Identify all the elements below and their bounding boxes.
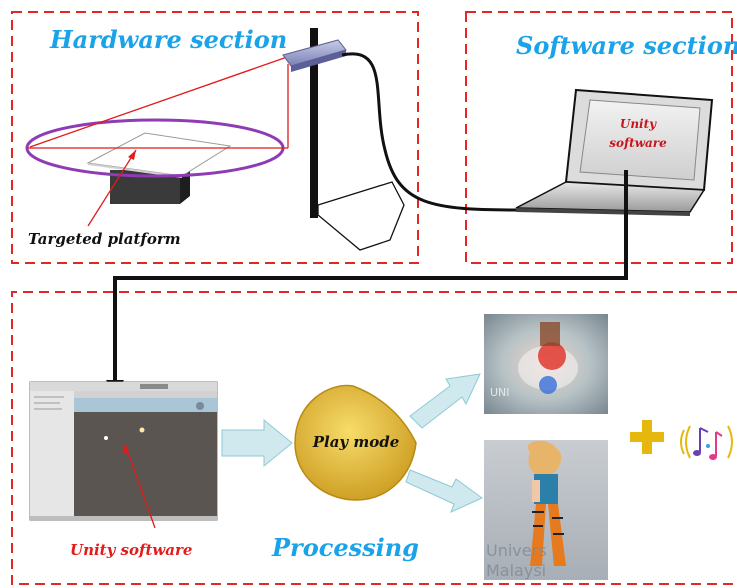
processing-title: Processing — [271, 533, 419, 562]
arrow-to-output-top — [409, 373, 481, 429]
laptop-icon — [515, 88, 714, 216]
platform-pointer-head — [128, 150, 136, 160]
editor-pointer-arrow — [124, 443, 156, 529]
arrow-to-play-mode — [221, 418, 293, 468]
sensor-stand — [310, 28, 405, 251]
dancer-output-image-2: Univers Malaysi — [484, 440, 608, 580]
software-section-box — [465, 11, 733, 264]
software-section-title: Software section — [516, 31, 737, 60]
unity-software-label: Unity software — [70, 541, 192, 559]
play-mode-label: Play mode — [312, 433, 400, 451]
unity-editor-screenshot — [29, 381, 218, 521]
music-notes-icon — [680, 425, 733, 460]
sensor-cable — [341, 52, 521, 212]
svg-text:UNI: UNI — [490, 386, 510, 399]
kinect-sensor-icon — [282, 39, 347, 72]
svg-text:Univers: Univers — [486, 541, 547, 560]
targeted-platform-label: Targeted platform — [28, 230, 181, 248]
connection-wire — [113, 170, 628, 382]
svg-text:Malaysi: Malaysi — [486, 561, 546, 580]
editor-pointer-head — [122, 444, 129, 454]
hardware-section-title: Hardware section — [49, 25, 287, 54]
platform-pointer-arrow — [87, 149, 137, 227]
laptop-screen-label-line1: Unity — [620, 117, 657, 131]
processing-section-box — [11, 291, 737, 585]
plus-icon — [630, 420, 664, 454]
play-mode-node — [294, 384, 417, 501]
laser-line-diagonal — [29, 55, 291, 148]
dancer-output-image-1: UNI — [484, 314, 608, 414]
arrow-to-output-bottom — [405, 469, 483, 513]
hardware-section-box — [11, 11, 419, 264]
laptop-screen-label-line2: software — [609, 136, 667, 150]
